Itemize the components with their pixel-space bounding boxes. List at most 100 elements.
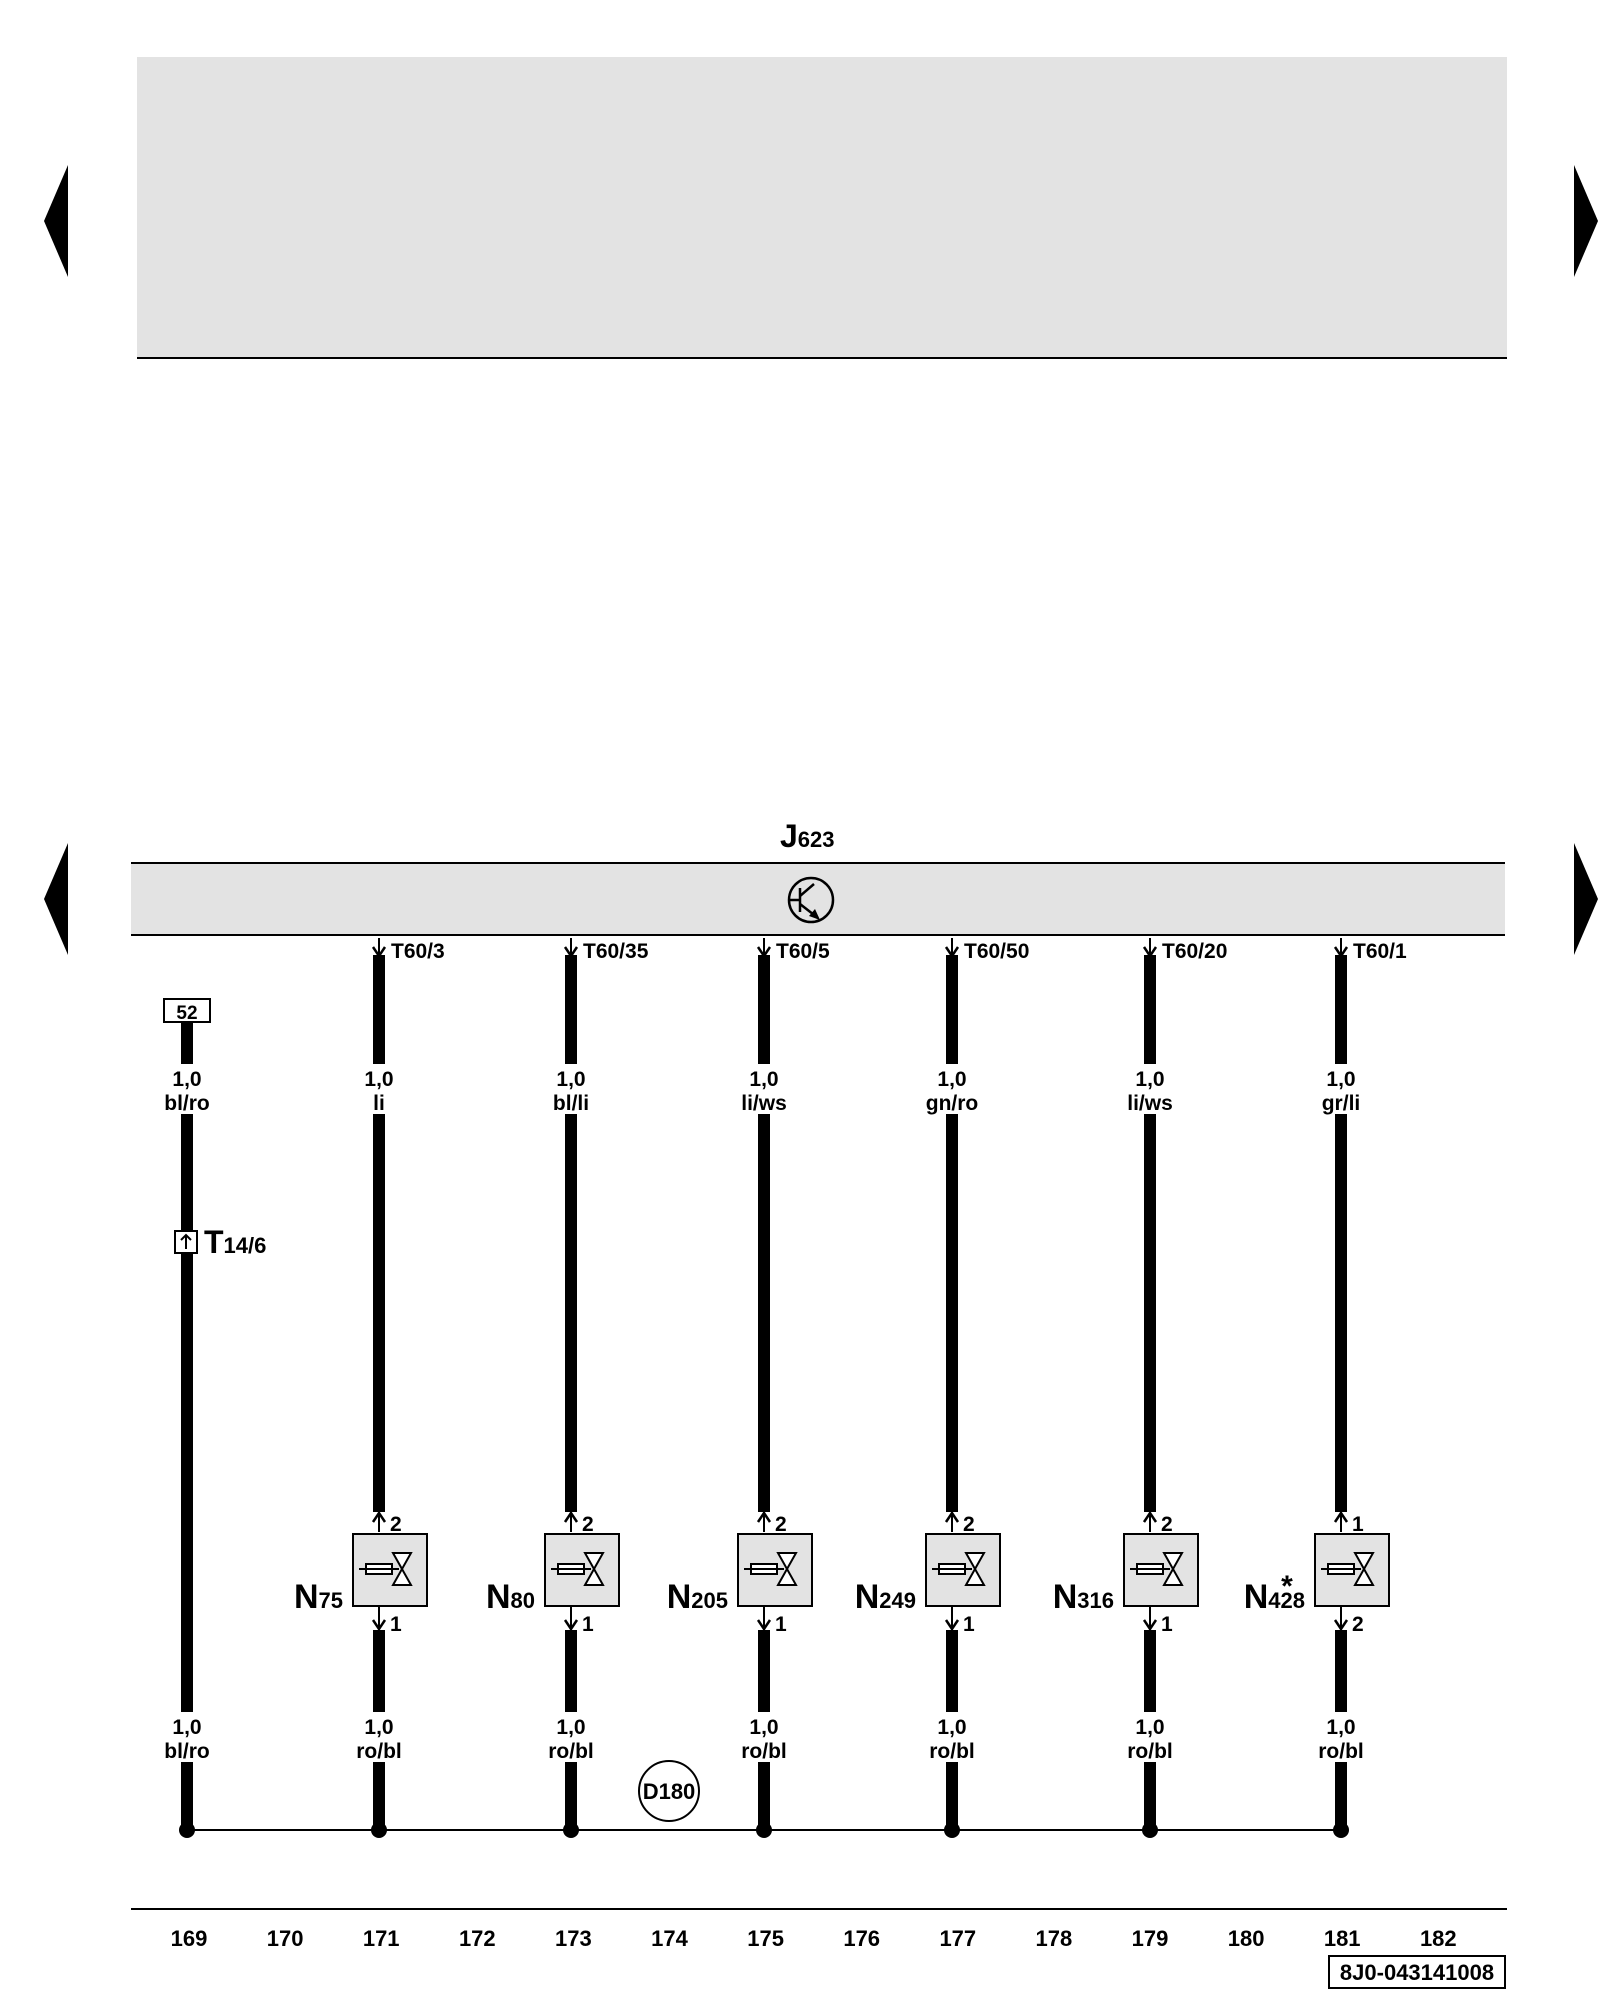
- pin-arrow-icon: [371, 1510, 387, 1523]
- valve-name: N249: [855, 1578, 916, 1616]
- wire-top-size: 1,0: [556, 1068, 585, 1091]
- scale-number: 170: [267, 1926, 304, 1951]
- wire-label-bg: [1304, 1712, 1378, 1762]
- pin-arrow-icon: [944, 946, 960, 959]
- junction-dot: [1333, 1822, 1349, 1838]
- connector-t14-label: T14/6: [204, 1224, 266, 1260]
- top-empty-panel: [137, 57, 1507, 358]
- prev-page-arrow-top[interactable]: [44, 165, 68, 277]
- solenoid-valve-icon: [932, 1552, 986, 1586]
- junction-dot: [371, 1822, 387, 1838]
- scale-number: 173: [555, 1926, 592, 1951]
- pin-arrow-icon: [756, 946, 772, 959]
- pin-arrow-icon: [371, 946, 387, 959]
- pin-arrow-icon: [944, 1619, 960, 1632]
- solenoid-valve-icon: [1130, 1552, 1184, 1586]
- pin-arrow-icon: [1142, 1510, 1158, 1523]
- junction-dots: [179, 1822, 1349, 1838]
- pin-arrow-icon: [371, 1619, 387, 1632]
- valve-pin-bottom: 1: [775, 1613, 787, 1636]
- wire-bottom-size: 1,0: [364, 1716, 393, 1739]
- pin-arrow-icon: [563, 1619, 579, 1632]
- wire-top-color: gr/li: [1322, 1092, 1361, 1115]
- valve-name: N205: [667, 1578, 728, 1616]
- prev-page-arrow-bottom[interactable]: [44, 843, 68, 955]
- valve-pin-bottom: 2: [1352, 1613, 1364, 1636]
- scale-number: 180: [1228, 1926, 1265, 1951]
- valve-pin-top: 2: [1161, 1513, 1173, 1536]
- scale-number: 178: [1036, 1926, 1073, 1951]
- solenoid-valve-icon: [744, 1552, 798, 1586]
- valve-name: N316: [1053, 1578, 1114, 1616]
- wire-label-bg: [1113, 1064, 1187, 1114]
- next-page-arrow-top[interactable]: [1574, 165, 1598, 277]
- solenoid-valve-icon: [551, 1552, 605, 1586]
- wire-label-bg: [342, 1712, 416, 1762]
- valve-pin-top: 2: [390, 1513, 402, 1536]
- wire-label-bg: [534, 1712, 608, 1762]
- scale-number: 174: [651, 1926, 688, 1951]
- ground-point-circle: [638, 1760, 700, 1822]
- pin-arrow-icon: [1142, 1619, 1158, 1632]
- wire-label-bg: [150, 1064, 224, 1114]
- ecu-pin-label: T60/1: [1353, 940, 1407, 963]
- valve-name: N80: [486, 1578, 535, 1616]
- next-page-arrow-bottom[interactable]: [1574, 843, 1598, 955]
- electronic-symbol-icon: [787, 876, 835, 924]
- wire-bottom-size: 1,0: [1135, 1716, 1164, 1739]
- wire-top-color: bl/li: [553, 1092, 589, 1115]
- left-wire-bottom-size: 1,0: [172, 1716, 201, 1739]
- solenoid-valve-icon: [359, 1552, 413, 1586]
- junction-dot: [563, 1822, 579, 1838]
- fuse-reference-label: 52: [176, 1003, 197, 1024]
- valve-name: N75: [294, 1578, 343, 1616]
- junction-dot: [179, 1822, 195, 1838]
- wire-label-bg: [534, 1064, 608, 1114]
- pin-arrow-icon: [1333, 946, 1349, 959]
- valve-pin-bottom: 1: [1161, 1613, 1173, 1636]
- valve-pin-bottom: 1: [582, 1613, 594, 1636]
- wire-label-bg: [1113, 1712, 1187, 1762]
- wire-label-bg: [915, 1712, 989, 1762]
- control-unit-label: J623: [780, 818, 835, 854]
- wire-label-bg: [150, 1712, 224, 1762]
- junction-dot: [944, 1822, 960, 1838]
- wire-label-bg: [342, 1064, 416, 1114]
- wire-top-color: gn/ro: [926, 1092, 979, 1115]
- ecu-pin-label: T60/20: [1162, 940, 1227, 963]
- pin-arrow-icon: [1142, 946, 1158, 959]
- scale-number: 176: [843, 1926, 880, 1951]
- solenoid-valve-group: T60/31,0li21N751,0ro/blT60/351,0bl/li21N…: [294, 938, 1407, 1830]
- valve-pin-top: 1: [1352, 1513, 1364, 1536]
- valve-pin-top: 2: [582, 1513, 594, 1536]
- wire-label-bg: [1304, 1064, 1378, 1114]
- valve-note-marker: *: [1281, 1570, 1293, 1603]
- pin-arrow-icon: [944, 1510, 960, 1523]
- ecu-pin-label: T60/50: [964, 940, 1029, 963]
- valve-pin-top: 2: [963, 1513, 975, 1536]
- junction-dot: [756, 1822, 772, 1838]
- wire-bottom-color: ro/bl: [741, 1740, 787, 1763]
- wire-bottom-color: ro/bl: [356, 1740, 402, 1763]
- wire-bottom-color: ro/bl: [548, 1740, 594, 1763]
- wire-top-size: 1,0: [1326, 1068, 1355, 1091]
- wire-top-size: 1,0: [749, 1068, 778, 1091]
- wire-bottom-color: ro/bl: [929, 1740, 975, 1763]
- wire-top-color: li/ws: [1127, 1092, 1173, 1115]
- pin-arrow-icon: [563, 946, 579, 959]
- valve-pin-top: 2: [775, 1513, 787, 1536]
- doc-number-box: [1328, 1955, 1506, 1989]
- wire-bottom-size: 1,0: [1326, 1716, 1355, 1739]
- junction-dot: [1142, 1822, 1158, 1838]
- wire-top-size: 1,0: [937, 1068, 966, 1091]
- valve-name: N428: [1244, 1578, 1305, 1616]
- control-unit-j623: [131, 863, 1505, 935]
- pin-arrow-icon: [1333, 1510, 1349, 1523]
- pin-arrow-icon: [563, 1510, 579, 1523]
- pin-arrow-icon: [756, 1510, 772, 1523]
- valve-pin-bottom: 1: [963, 1613, 975, 1636]
